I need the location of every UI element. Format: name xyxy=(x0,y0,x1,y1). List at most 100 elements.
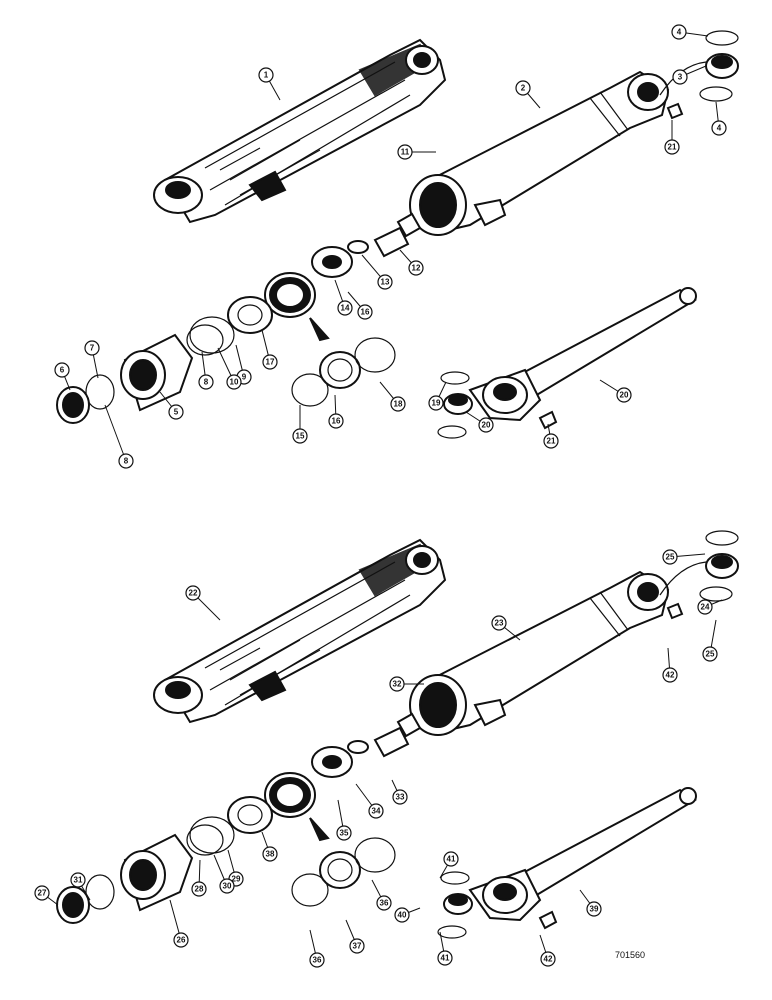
callout-circle xyxy=(262,846,278,862)
bottom-callout-42: 42 xyxy=(662,647,678,683)
callout-number: 35 xyxy=(340,829,349,838)
callout-number: 10 xyxy=(230,378,239,387)
callout-circle xyxy=(697,599,713,615)
bottom-callout-38: 38 xyxy=(261,831,278,862)
callout-number: 38 xyxy=(266,850,275,859)
callout-circle xyxy=(478,417,494,433)
bottom-callout-30: 30 xyxy=(213,854,235,894)
callout-number: 40 xyxy=(398,911,407,920)
callout-circle xyxy=(258,67,274,83)
top-callout-5: 5 xyxy=(159,391,184,420)
callout-circle xyxy=(357,304,373,320)
bottom-assembly xyxy=(56,530,739,939)
top-callout-12: 12 xyxy=(399,249,424,276)
bottom-callout-32: 32 xyxy=(389,676,424,692)
top-callout-3: 3 xyxy=(672,65,707,85)
callout-number: 28 xyxy=(195,885,204,894)
callout-number: 39 xyxy=(590,905,599,914)
bottom-callout-26: 26 xyxy=(169,899,189,948)
callout-number: 24 xyxy=(701,603,710,612)
callout-circle xyxy=(616,387,632,403)
callout-circle xyxy=(118,453,134,469)
leader-line xyxy=(104,404,127,462)
callout-number: 36 xyxy=(313,956,322,965)
callout-circle xyxy=(662,667,678,683)
top-callout-4: 4 xyxy=(711,101,727,136)
callout-number: 3 xyxy=(678,73,683,82)
bottom-callout-39: 39 xyxy=(579,889,602,917)
top-callout-2: 2 xyxy=(515,80,541,109)
callout-number: 33 xyxy=(396,793,405,802)
top-callout-8: 8 xyxy=(198,351,214,390)
callout-circle xyxy=(185,585,201,601)
bottom-callout-41: 41 xyxy=(437,931,453,966)
callout-number: 19 xyxy=(432,399,441,408)
bottom-callout-42: 42 xyxy=(539,934,556,967)
callout-number: 9 xyxy=(242,373,247,382)
callout-circle xyxy=(262,354,278,370)
callout-number: 25 xyxy=(666,553,675,562)
callout-number: 20 xyxy=(620,391,629,400)
callout-number: 20 xyxy=(482,421,491,430)
bottom-callout-36: 36 xyxy=(371,879,392,911)
callout-number: 4 xyxy=(677,28,682,37)
callout-number: 32 xyxy=(393,680,402,689)
top-callout-21: 21 xyxy=(543,423,559,449)
bottom-callout-37: 37 xyxy=(345,919,365,954)
callout-number: 13 xyxy=(381,278,390,287)
callout-circle xyxy=(34,885,50,901)
callout-circle xyxy=(226,374,242,390)
callout-circle xyxy=(392,789,408,805)
callout-circle xyxy=(292,428,308,444)
bottom-callout-41: 41 xyxy=(439,851,459,879)
callout-number: 21 xyxy=(668,143,677,152)
bottom-callout-40: 40 xyxy=(394,907,421,923)
callout-circle xyxy=(198,374,214,390)
callout-number: 37 xyxy=(353,942,362,951)
callout-number: 14 xyxy=(341,304,350,313)
callout-circle xyxy=(219,878,235,894)
bottom-callout-33: 33 xyxy=(391,779,408,805)
top-callout-13: 13 xyxy=(361,254,393,290)
callout-circle xyxy=(702,646,718,662)
top-callout-21: 21 xyxy=(664,120,680,155)
top-callout-20: 20 xyxy=(465,411,494,433)
top-callout-8: 8 xyxy=(104,404,134,469)
callout-number: 2 xyxy=(521,84,526,93)
callout-circle xyxy=(664,139,680,155)
callout-circle xyxy=(394,907,410,923)
callout-circle xyxy=(662,549,678,565)
callout-number: 36 xyxy=(380,899,389,908)
callout-number: 42 xyxy=(544,955,553,964)
callout-circle xyxy=(515,80,531,96)
bottom-callout-34: 34 xyxy=(355,783,384,819)
bottom-callout-23: 23 xyxy=(491,615,521,641)
callout-number: 1 xyxy=(264,71,269,80)
callout-circle xyxy=(390,396,406,412)
top-callout-20: 20 xyxy=(599,379,632,403)
callout-number: 22 xyxy=(189,589,198,598)
bottom-callout-28: 28 xyxy=(191,859,207,897)
callout-circle xyxy=(540,951,556,967)
callout-number: 11 xyxy=(401,148,410,157)
callout-number: 17 xyxy=(266,358,275,367)
top-callout-19: 19 xyxy=(428,381,447,411)
callout-circle xyxy=(671,24,687,40)
bottom-callout-35: 35 xyxy=(336,799,352,841)
bottom-callout-24: 24 xyxy=(697,599,723,615)
callout-circle xyxy=(368,803,384,819)
callout-number: 7 xyxy=(90,344,95,353)
top-assembly xyxy=(56,30,739,439)
callout-number: 5 xyxy=(174,408,179,417)
callout-number: 8 xyxy=(124,457,129,466)
callout-number: 21 xyxy=(547,437,556,446)
bottom-callout-27: 27 xyxy=(34,885,59,906)
top-callout-11: 11 xyxy=(397,144,436,160)
callout-circle xyxy=(397,144,413,160)
callout-circle xyxy=(328,413,344,429)
callout-circle xyxy=(586,901,602,917)
callout-number: 18 xyxy=(394,400,403,409)
top-callout-6: 6 xyxy=(54,362,71,391)
